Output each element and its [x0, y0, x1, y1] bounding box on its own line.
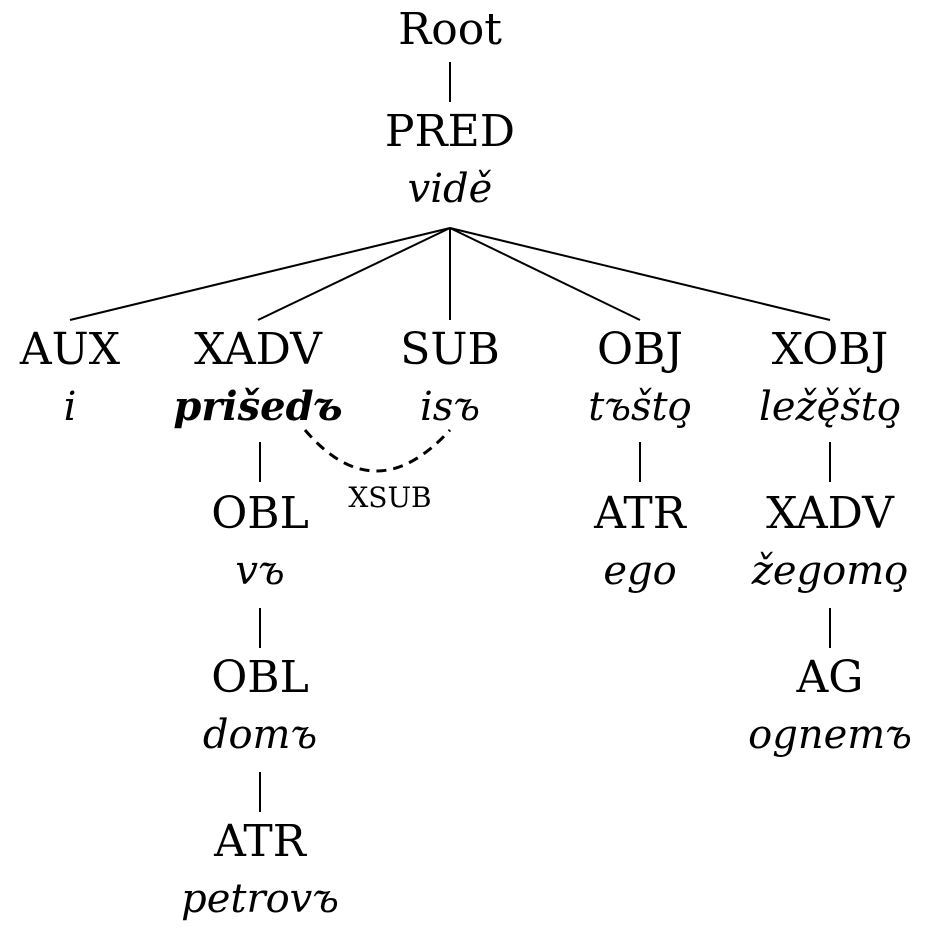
node-ag-word: ognemъ: [748, 712, 912, 758]
node-atr1-label: ATR: [213, 816, 308, 867]
node-xobj-word: ležę̌što̧: [759, 384, 901, 430]
edge-pred-xobj: [449, 227, 831, 321]
node-obl2-label: OBL: [211, 652, 309, 703]
node-ag-label: AG: [796, 652, 864, 703]
edge-pred-aux: [69, 227, 451, 321]
edge-pred-xadv: [257, 227, 451, 321]
node-atr1-word: petrovъ: [181, 876, 339, 922]
node-aux-word: i: [64, 384, 77, 430]
xsub-dashed-arc: [303, 428, 452, 473]
node-obl2-word: domъ: [203, 712, 317, 758]
node-pred-word: vidě: [408, 166, 493, 212]
node-root-label: Root: [398, 4, 502, 55]
node-xadv-word: prišedъ: [173, 383, 342, 430]
node-obl1-label: OBL: [211, 488, 309, 539]
edge-pred-obj: [449, 227, 641, 321]
node-sub-word: isъ: [420, 384, 480, 430]
node-atr2-label: ATR: [593, 488, 688, 539]
xsub-label: XSUB: [348, 481, 431, 514]
node-pred-label: PRED: [385, 106, 515, 157]
node-obl1-word: vъ: [235, 548, 284, 594]
node-aux-label: AUX: [19, 324, 121, 375]
node-xadv-label: XADV: [194, 324, 323, 375]
node-sub-label: SUB: [400, 324, 500, 375]
node-obj-label: OBJ: [597, 324, 683, 375]
node-obj-word: tъšto̧: [588, 384, 691, 430]
node-xadv2-word: žegomo̧: [751, 548, 908, 594]
node-xadv2-label: XADV: [766, 488, 895, 539]
node-xobj-label: XOBJ: [772, 324, 889, 375]
node-atr2-word: ego: [603, 548, 676, 594]
